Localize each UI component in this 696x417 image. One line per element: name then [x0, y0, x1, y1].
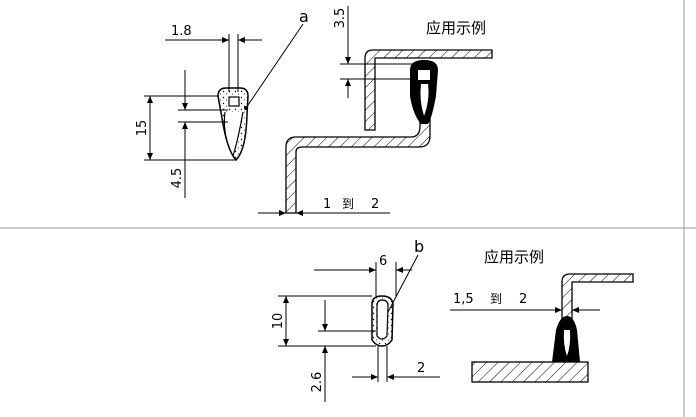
- dim-height-b: 10: [271, 313, 286, 330]
- application-upper-dimensions: [258, 6, 420, 216]
- dim-height-a: 15: [135, 120, 150, 137]
- application-lower-dimensions: [450, 307, 600, 313]
- profile-a: [217, 34, 249, 162]
- thickness-to-lower: 2: [519, 292, 527, 307]
- dim-lower-a: 4.5: [170, 168, 185, 189]
- dim-gap-b: 2: [417, 361, 425, 376]
- thickness-word-lower: 到: [490, 292, 502, 306]
- caption-upper: 应用示例: [426, 19, 486, 37]
- thickness-to-upper: 2: [371, 197, 379, 212]
- application-example-lower: [471, 273, 634, 383]
- thickness-from-upper: 1: [323, 197, 331, 212]
- thickness-word-upper: 到: [342, 197, 354, 211]
- application-example-upper: [285, 49, 493, 214]
- callout-b: b: [414, 237, 424, 256]
- dim-width-a: 1.8: [171, 24, 192, 39]
- profile-b: [371, 295, 394, 347]
- dim-width-b: 6: [379, 254, 387, 269]
- callout-a: a: [299, 7, 309, 26]
- dim-lower-b: 2.6: [310, 372, 325, 393]
- thickness-from-lower: 1,5: [453, 292, 474, 307]
- profile-b-dimensions: [278, 254, 440, 402]
- dim-flange-upper: 3.5: [333, 8, 348, 29]
- profile-a-dimensions: [144, 23, 304, 198]
- caption-lower: 应用示例: [484, 248, 544, 266]
